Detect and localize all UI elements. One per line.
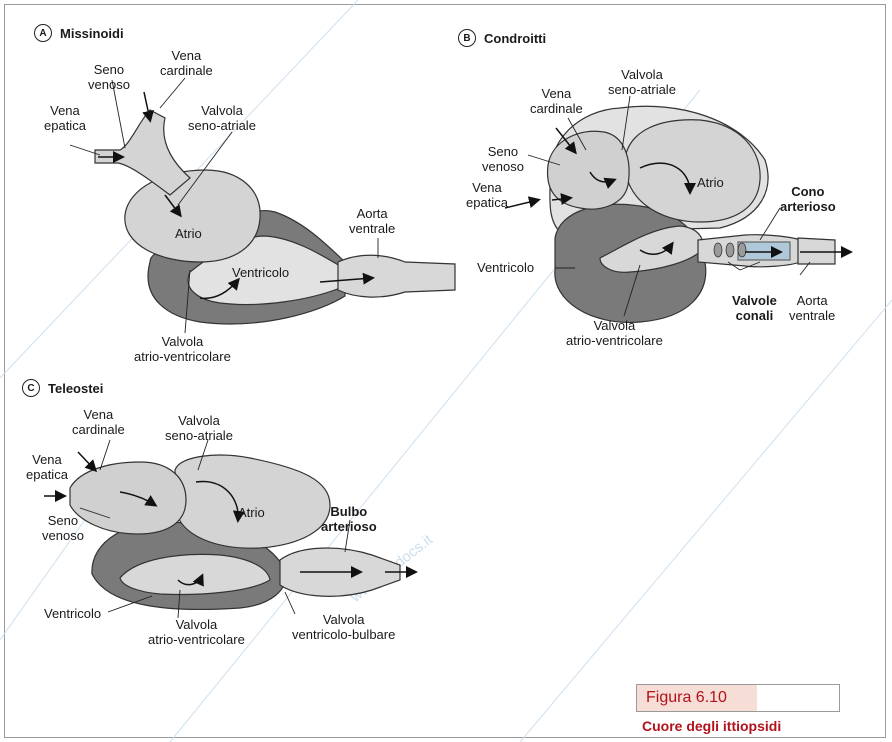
label-b-cono-arterioso: Cono arterioso: [780, 184, 836, 214]
seno-venoso-c: [70, 462, 186, 534]
label-b-atrio: Atrio: [697, 175, 724, 190]
aorta-a: [338, 255, 455, 297]
label-b-vena-epatica: Vena epatica: [466, 180, 508, 210]
seno-venoso-b: [548, 131, 630, 209]
seno-venoso-a: [95, 110, 190, 195]
panel-c-letter: C: [22, 379, 40, 397]
atrio-a: [125, 170, 260, 262]
figure-caption: Cuore degli ittiopsidi: [642, 718, 781, 734]
label-c-vena-cardinale: Vena cardinale: [72, 407, 125, 437]
label-c-valvola-atrio-ventricolare: Valvola atrio-ventricolare: [148, 617, 245, 647]
valvole-conali-b: [714, 243, 746, 257]
panel-a-title: A Missinoidi: [34, 24, 124, 42]
aorta-b: [798, 238, 835, 264]
heart-missinoidi: [70, 78, 455, 333]
panel-c-title-text: Teleostei: [48, 381, 103, 396]
label-a-vena-cardinale: Vena cardinale: [160, 48, 213, 78]
panel-a-letter: A: [34, 24, 52, 42]
label-a-valvola-atrio-ventricolare: Valvola atrio-ventricolare: [134, 334, 231, 364]
label-c-valvola-seno-atriale: Valvola seno-atriale: [165, 413, 233, 443]
label-a-seno-venoso: Seno venoso: [88, 62, 130, 92]
label-b-aorta-ventrale: Aorta ventrale: [789, 293, 835, 323]
panel-a-title-text: Missinoidi: [60, 26, 124, 41]
label-a-vena-epatica: Vena epatica: [44, 103, 86, 133]
label-c-ventricolo: Ventricolo: [44, 606, 101, 621]
label-b-valvole-conali: Valvole conali: [732, 293, 777, 323]
label-c-vena-epatica: Vena epatica: [26, 452, 68, 482]
label-b-valvola-atrio-ventricolare: Valvola atrio-ventricolare: [566, 318, 663, 348]
label-b-valvola-seno-atriale: Valvola seno-atriale: [608, 67, 676, 97]
label-b-ventricolo: Ventricolo: [477, 260, 534, 275]
label-a-ventricolo: Ventricolo: [232, 265, 289, 280]
figure-label: Figura 6.10: [637, 685, 757, 711]
panel-c-title: C Teleostei: [22, 379, 103, 397]
figure-label-box: Figura 6.10: [636, 684, 840, 712]
panel-b-title: B Condroitti: [458, 29, 546, 47]
label-c-bulbo-arterioso: Bulbo arterioso: [321, 504, 377, 534]
panel-b-letter: B: [458, 29, 476, 47]
label-b-vena-cardinale: Vena cardinale: [530, 86, 583, 116]
label-a-aorta-ventrale: Aorta ventrale: [349, 206, 395, 236]
label-c-valvola-ventricolo-bulbare: Valvola ventricolo-bulbare: [292, 612, 395, 642]
label-a-atrio: Atrio: [175, 226, 202, 241]
label-c-seno-venoso: Seno venoso: [42, 513, 84, 543]
label-a-valvola-seno-atriale: Valvola seno-atriale: [188, 103, 256, 133]
panel-b-title-text: Condroitti: [484, 31, 546, 46]
label-b-seno-venoso: Seno venoso: [482, 144, 524, 174]
label-c-atrio: Atrio: [238, 505, 265, 520]
